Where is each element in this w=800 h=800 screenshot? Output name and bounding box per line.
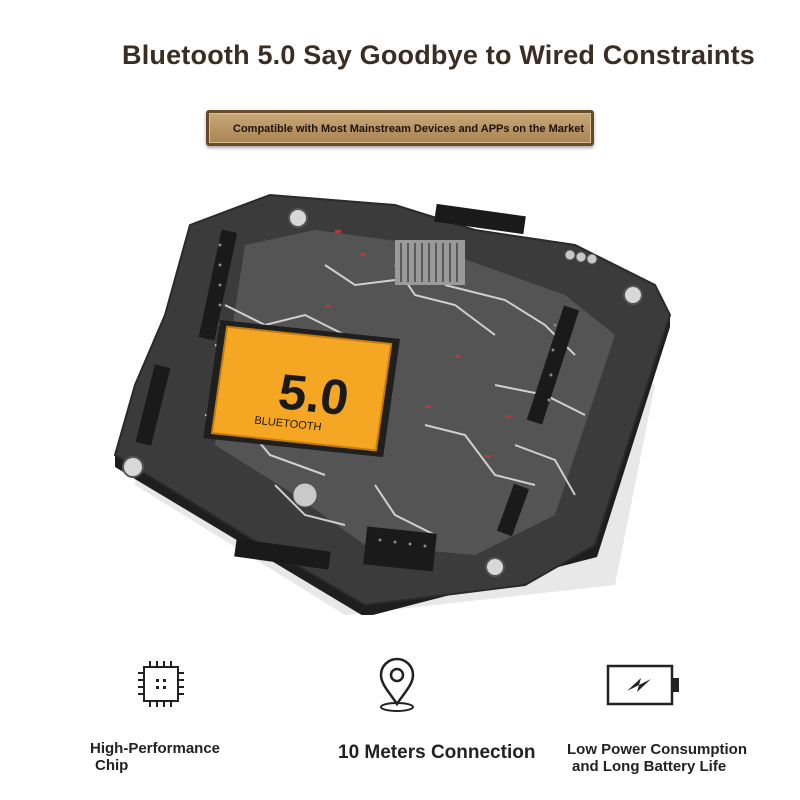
compatibility-banner: Compatible with Most Mainstream Devices … xyxy=(206,110,594,146)
chip-icon xyxy=(138,661,184,707)
feature-chip-line1: High-Performance xyxy=(90,740,221,757)
banner-text: Compatible with Most Mainstream Devices … xyxy=(233,123,585,135)
page-headline: Bluetooth 5.0 Say Goodbye to Wired Const… xyxy=(122,40,756,70)
heatsink xyxy=(395,240,465,285)
feature-battery-label: Low Power Consumption and Long Battery L… xyxy=(567,741,747,775)
feature-chip-label: High-Performance Chip xyxy=(90,740,220,774)
chip-version-text: 5.0 xyxy=(275,364,352,426)
feature-battery-line2: and Long Battery Life xyxy=(572,758,727,775)
feature-chip-line2: Chip xyxy=(95,757,129,774)
feature-range-label: 10 Meters Connection xyxy=(338,742,536,763)
bluetooth-circuit-board: 5.0 BLUETOOTH xyxy=(113,193,672,615)
location-pin-icon xyxy=(379,657,415,712)
bluetooth-chip: 5.0 BLUETOOTH xyxy=(203,320,400,458)
feature-battery-line1: Low Power Consumption xyxy=(567,741,747,758)
battery-icon xyxy=(606,664,679,706)
